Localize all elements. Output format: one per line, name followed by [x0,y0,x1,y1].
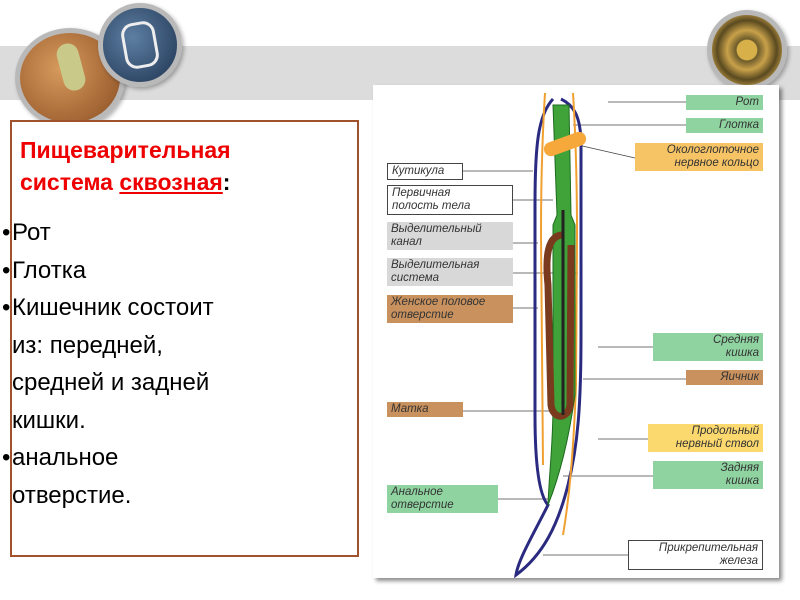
label-uterus: Матка [387,402,463,417]
label-cuticle: Кутикула [387,163,463,180]
title-colon: : [222,169,231,195]
slide-title: Пищеварительная система сквозная: [20,134,231,198]
t: кишка [725,347,759,359]
t: Задняя [720,462,759,474]
item-text: анальное [12,444,119,471]
item-text: кишки. [12,406,86,434]
list-item: • анальное отверстие. [2,439,214,514]
nerve-cords [539,92,579,536]
t: Продольный [691,425,759,437]
item-text: Кишечник состоит [12,294,214,321]
bullet: • [2,219,11,246]
t: Прикрепительная [658,542,758,554]
item-text: средней и задней [12,369,210,396]
t: кишка [725,475,759,487]
label-pharynx: Глотка [686,118,763,133]
title-line-2: система [20,169,120,195]
list-item: •Глотка [2,252,214,290]
nerve-ring [543,131,587,157]
list-item: •Рот [2,214,214,252]
t: Окологлоточное [666,144,759,156]
t: Выделительный [391,223,482,235]
nematode-photo-2 [98,3,182,87]
item-text: Глотка [12,256,87,284]
label-mouth: Рот [686,95,763,110]
t: нервное кольцо [674,157,759,169]
bullet: • [2,444,11,471]
item-text: отверстие. [12,481,132,509]
uterus-ovary [543,231,575,420]
title-line-1: Пищеварительная [20,137,231,163]
cuticle-outline [514,97,583,578]
t: отверстие [391,499,454,511]
t: канал [391,236,422,248]
t: полость тела [392,200,471,212]
t: отверстие [391,309,454,321]
worm-drawing [463,92,686,578]
t: Анальное [391,486,443,498]
list-item: •Кишечник состоит из: передней, средней и … [2,289,214,439]
bullet: • [2,294,11,321]
t: Выделительная [391,259,480,271]
title-underlined: сквозная [119,169,223,195]
t: система [391,272,440,284]
label-ovary: Яичник [686,370,763,385]
t: нервный ствол [675,438,759,450]
bullet: • [2,256,11,284]
nematode-eggs-photo [707,10,787,90]
text-box: Пищеварительная система сквозная: •Рот •… [2,120,359,557]
item-text: из: передней, [12,331,163,359]
item-text: Рот [12,219,51,246]
t: Средняя [713,334,759,346]
t: Женское половое [391,296,486,308]
t: Первичная [392,187,451,199]
t: железа [719,555,758,567]
